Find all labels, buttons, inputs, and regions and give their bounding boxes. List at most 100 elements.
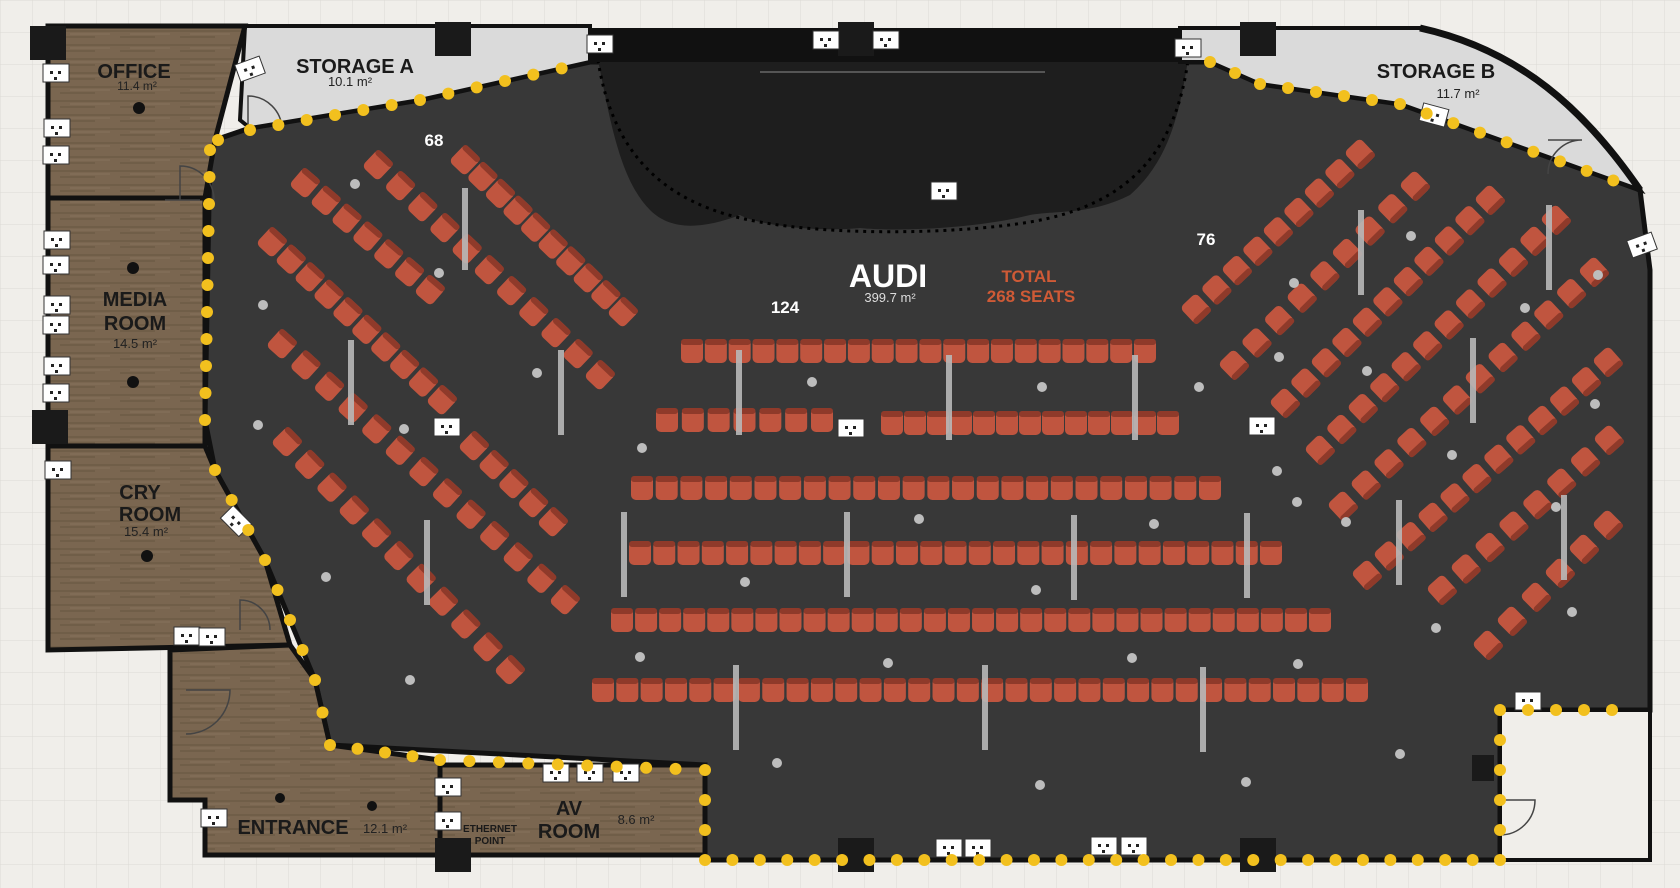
seat <box>315 371 345 401</box>
seat <box>664 678 687 702</box>
seat <box>1418 502 1448 532</box>
seat <box>976 476 999 500</box>
seat <box>1102 678 1125 702</box>
ceiling-light <box>1274 352 1284 362</box>
stage <box>598 60 1188 230</box>
seat <box>1528 405 1558 436</box>
seat <box>352 314 382 344</box>
seat <box>990 339 1013 363</box>
exit-path-dot <box>699 794 711 806</box>
seat <box>1475 532 1505 563</box>
seat <box>1174 476 1197 500</box>
exit-path-dot <box>551 758 564 771</box>
seat <box>1164 608 1187 632</box>
seat <box>1181 294 1211 325</box>
seat <box>257 226 287 257</box>
exit-path-dot <box>1550 704 1562 716</box>
seat <box>371 332 401 362</box>
storage-b-area: 11.7 m² <box>1436 86 1480 101</box>
seat <box>1211 541 1234 565</box>
seat <box>1243 236 1273 266</box>
seat <box>798 541 821 565</box>
seat <box>920 541 943 565</box>
seat <box>707 408 730 432</box>
total-seats-label-1: TOTAL <box>1001 267 1056 286</box>
seat <box>1065 411 1087 435</box>
exit-path-dot <box>1027 854 1040 866</box>
power-outlet <box>42 145 70 165</box>
power-outlet <box>1090 836 1118 856</box>
seat <box>1332 238 1363 269</box>
seat <box>847 339 870 363</box>
ceiling-light <box>635 652 645 662</box>
seat <box>737 678 760 702</box>
audi-label: AUDI <box>849 258 927 294</box>
exit-path-dot <box>1055 854 1068 866</box>
seat <box>1434 310 1464 340</box>
ceiling-light <box>532 368 542 378</box>
seat <box>1370 373 1400 403</box>
right-section-count: 76 <box>1197 230 1216 249</box>
ceiling-light <box>1362 366 1372 376</box>
seat <box>1284 197 1314 228</box>
seat <box>944 541 967 565</box>
power-outlet <box>434 811 462 831</box>
exit-path-dot <box>527 68 540 81</box>
seat <box>1062 339 1085 363</box>
seat <box>835 678 858 702</box>
seat <box>479 449 509 480</box>
seat <box>1378 194 1408 224</box>
seat <box>631 476 653 500</box>
seat <box>947 608 970 632</box>
exit-path-dot <box>1274 854 1287 866</box>
power-outlet <box>1626 231 1658 259</box>
exit-path-dot <box>1302 854 1315 866</box>
exit-path-dot <box>470 81 483 94</box>
seat <box>1188 608 1211 632</box>
exit-path-dot <box>200 333 213 345</box>
seat <box>680 476 703 500</box>
ceiling-light <box>1037 382 1047 392</box>
exit-path-dot <box>244 124 256 136</box>
seat <box>1078 678 1101 702</box>
seat <box>1273 678 1296 702</box>
seat <box>967 339 990 363</box>
ceiling-light <box>1341 517 1351 527</box>
seat <box>374 239 404 269</box>
seat <box>1001 476 1024 500</box>
exit-path-dot <box>1494 764 1506 776</box>
seat <box>1593 347 1623 378</box>
seat <box>1019 411 1041 435</box>
ceiling-light <box>772 758 782 768</box>
seat <box>1260 608 1283 632</box>
seat <box>1332 327 1362 358</box>
seat <box>1520 226 1550 256</box>
seat <box>499 468 529 499</box>
exit-path-dot <box>669 762 682 775</box>
seat <box>1352 560 1382 591</box>
seat <box>1038 339 1061 363</box>
exit-path-dot <box>203 171 216 183</box>
power-outlet <box>1248 416 1276 436</box>
seat <box>871 541 894 565</box>
seat <box>311 185 341 216</box>
power-outlet <box>930 181 958 201</box>
seat <box>451 609 481 639</box>
seat <box>573 263 603 293</box>
exit-path-dot <box>212 134 224 146</box>
seat <box>1351 470 1381 500</box>
ceiling-light <box>405 675 415 685</box>
seat <box>1400 171 1431 202</box>
seat <box>1391 352 1421 382</box>
exit-path-dot <box>699 854 711 866</box>
seat <box>895 541 918 565</box>
seat <box>754 476 777 500</box>
seat <box>1346 678 1368 702</box>
seat <box>1187 541 1210 565</box>
ceiling-light <box>914 514 924 524</box>
seat <box>689 678 712 702</box>
seat <box>752 339 775 363</box>
exit-path-dot <box>1494 854 1506 866</box>
exit-path-dot <box>242 524 255 536</box>
